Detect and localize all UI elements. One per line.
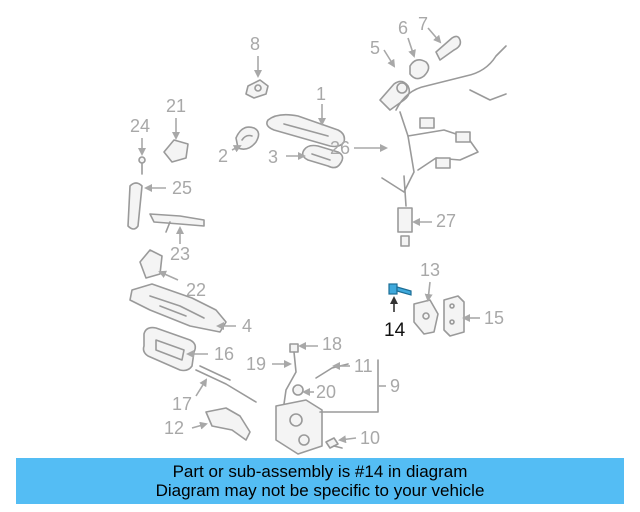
part-7-shape [427, 27, 462, 61]
part-17-shape [195, 365, 257, 403]
part-number-14: 14 [384, 320, 406, 341]
part-20-shape [292, 384, 314, 396]
part-22-shape [139, 249, 179, 281]
part-14-shape [388, 283, 412, 312]
part-number-21: 21 [166, 96, 186, 116]
part-number-22: 22 [186, 280, 206, 300]
banner-line-2: Diagram may not be specific to your vehi… [155, 481, 485, 500]
part-8-shape [245, 56, 269, 99]
part-25-shape [127, 182, 166, 230]
part-11-shape [315, 362, 350, 379]
part-number-5: 5 [370, 38, 380, 58]
part-number-9: 9 [390, 376, 400, 396]
part-27-shape [397, 207, 432, 247]
part-13-shape [413, 281, 439, 335]
part-number-15: 15 [484, 308, 504, 328]
part-10-shape [325, 435, 357, 449]
part-18-shape [289, 342, 318, 353]
part-number-6: 6 [398, 18, 408, 38]
part-number-7: 7 [418, 14, 428, 34]
part-9-shape [275, 359, 386, 455]
part-1-shape [266, 104, 346, 148]
part-number-2: 2 [218, 146, 228, 166]
part-number-3: 3 [268, 147, 278, 167]
part-2-shape [231, 126, 260, 153]
part-3-shape [286, 144, 344, 169]
part-number-26: 26 [330, 138, 350, 158]
part-number-27: 27 [436, 211, 456, 231]
part-number-12: 12 [164, 418, 184, 438]
part-4-shape [129, 283, 236, 333]
part-number-24: 24 [130, 116, 150, 136]
part-23-shape [149, 213, 205, 244]
part-6-shape [407, 37, 430, 80]
part-21-shape [163, 118, 189, 163]
part-12-shape [191, 407, 251, 441]
part-number-4: 4 [242, 316, 252, 336]
part-19-shape [272, 351, 297, 405]
part-5-shape [379, 49, 411, 111]
part-26-shape [354, 45, 507, 207]
part-number-10: 10 [360, 428, 380, 448]
part-number-25: 25 [172, 178, 192, 198]
part-number-17: 17 [172, 394, 192, 414]
part-15-shape [443, 295, 480, 337]
part-number-23: 23 [170, 244, 190, 264]
part-number-11: 11 [354, 356, 373, 376]
part-number-16: 16 [214, 344, 234, 364]
part-number-19: 19 [246, 354, 266, 374]
part-number-18: 18 [322, 334, 342, 354]
banner-line-1: Part or sub-assembly is #14 in diagram [172, 462, 468, 481]
info-banner: Part or sub-assembly is #14 in diagram D… [16, 458, 624, 504]
part-number-8: 8 [250, 34, 260, 54]
part-number-1: 1 [316, 84, 326, 104]
part-16-shape [142, 326, 208, 372]
part-24-shape [138, 138, 146, 175]
part-number-13: 13 [420, 260, 440, 280]
part-number-20: 20 [316, 382, 336, 402]
